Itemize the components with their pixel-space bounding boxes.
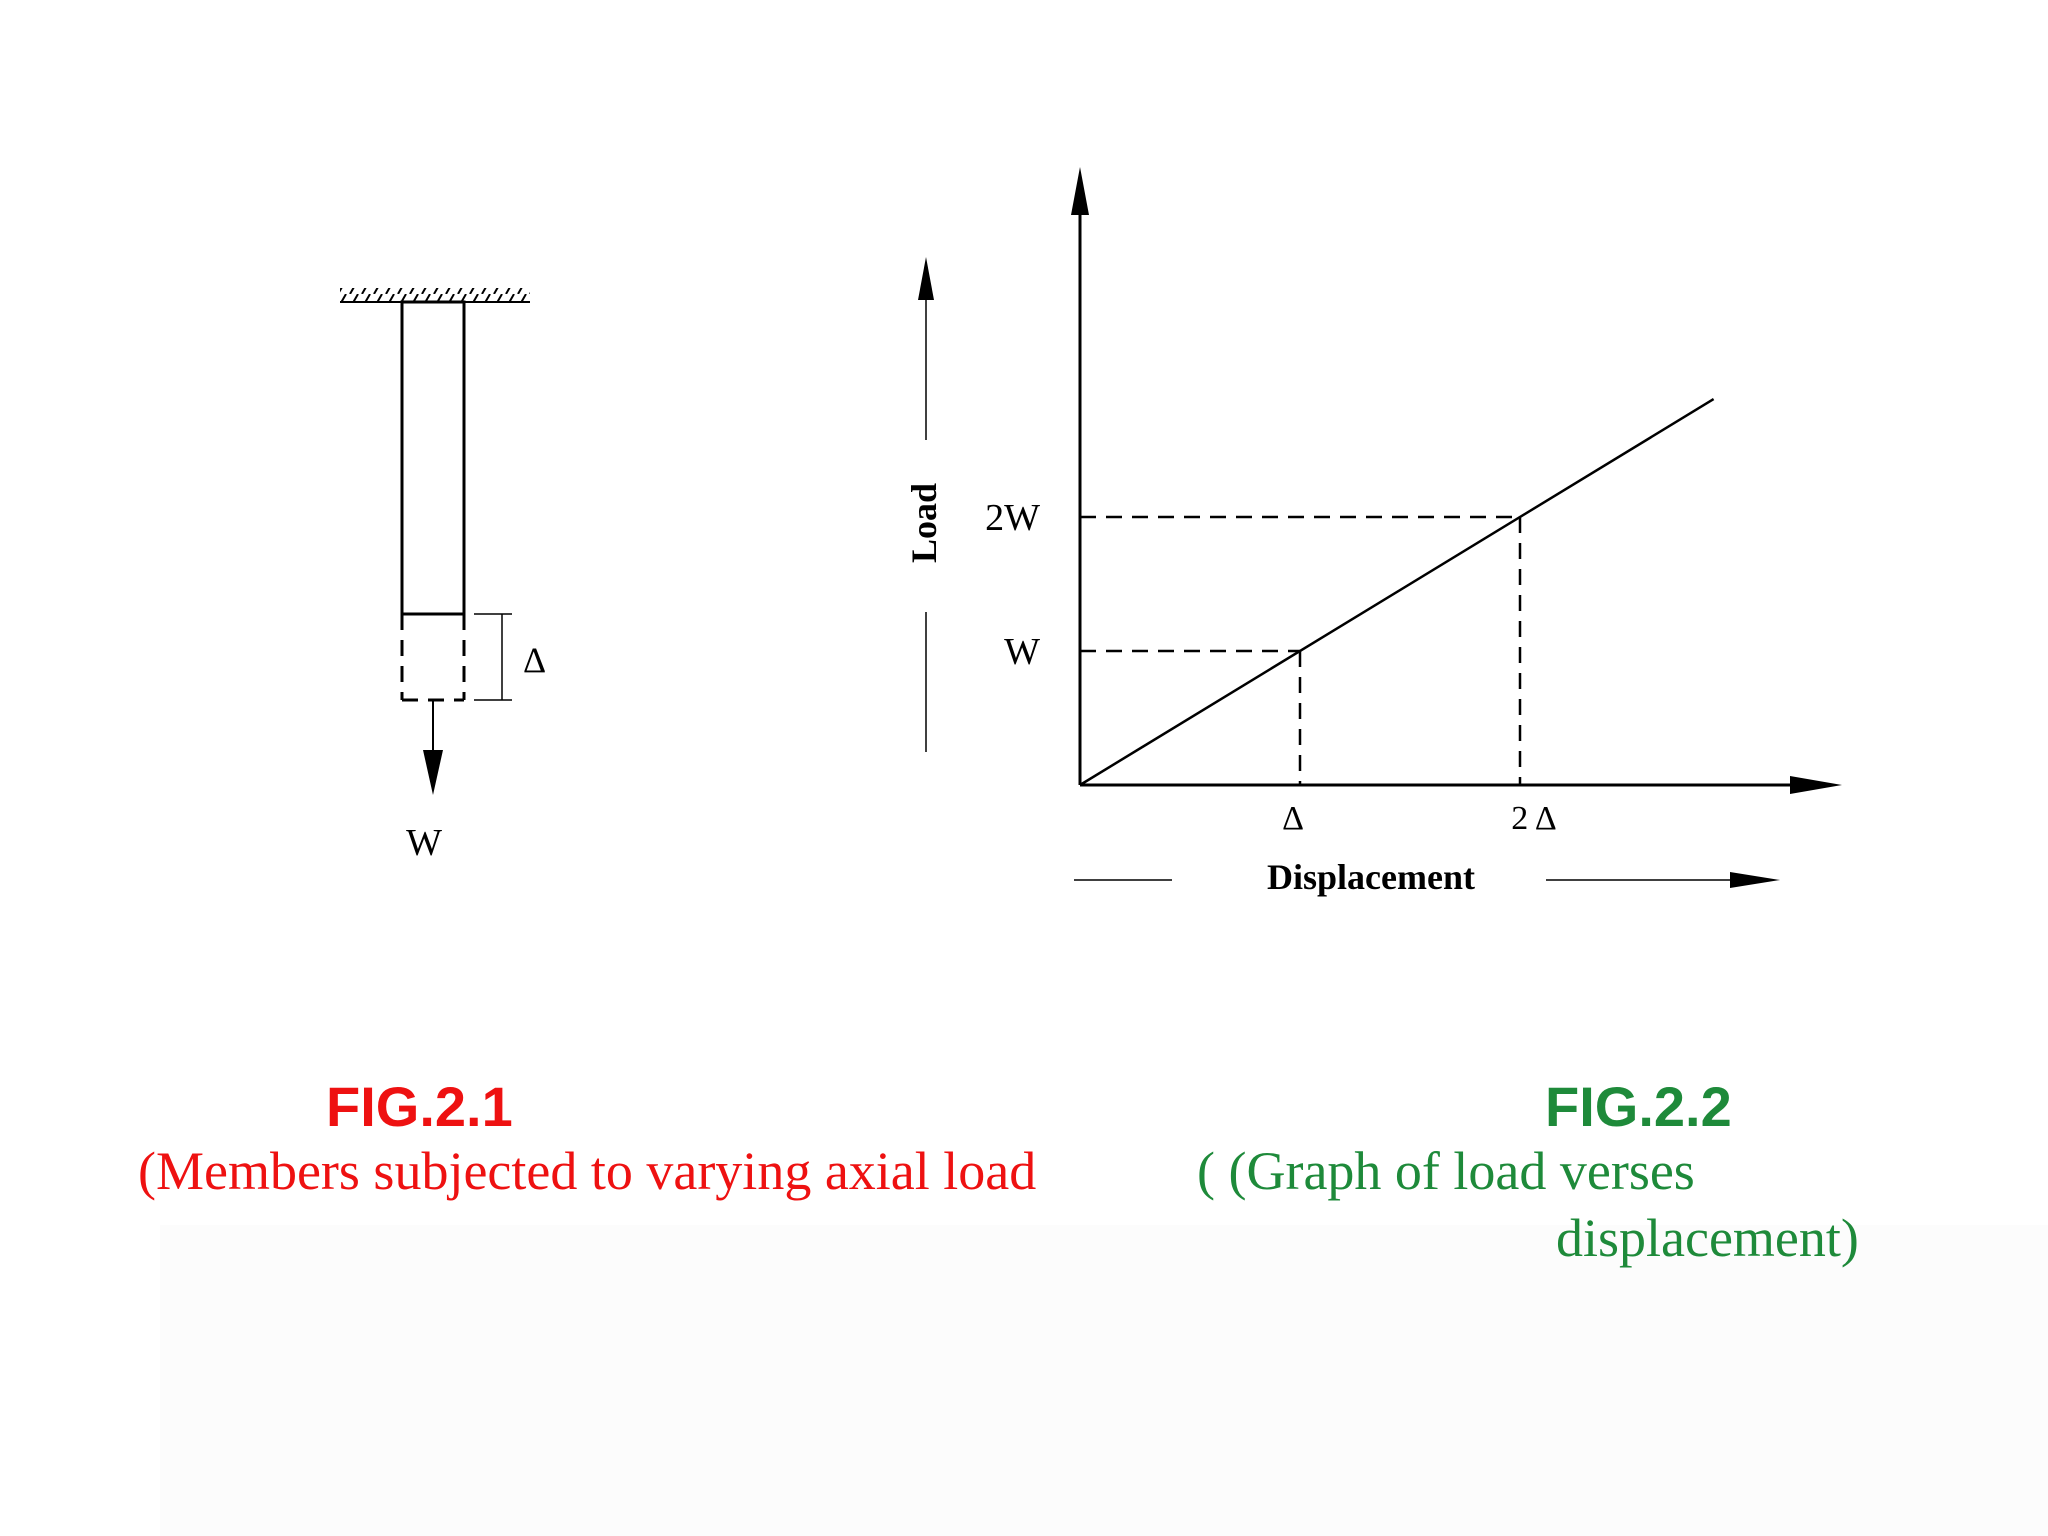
fig-2-1-caption: (Members subjected to varying axial load — [138, 1141, 1037, 1201]
load-axis-arrowhead — [918, 257, 934, 300]
fixed-support-hatching — [340, 288, 530, 302]
load-displacement-line — [1079, 398, 1715, 787]
load-arrow-head — [423, 750, 443, 795]
y-axis-label: Load — [904, 483, 944, 563]
fig-2-1-title: FIG.2.1 — [326, 1075, 513, 1138]
elongated-portion-dashed — [400, 614, 466, 702]
y-tick-label-0: W — [1004, 631, 1040, 673]
applied-load-label: W — [406, 822, 442, 864]
fig-2-2-caption-line-1: ( (Graph of load verses — [1197, 1141, 1695, 1201]
x-tick-label-0: Δ — [1282, 800, 1304, 837]
member-bar — [400, 300, 466, 616]
y-tick-label-1: 2W — [985, 497, 1040, 539]
fig-2-2-load-displacement-graph: Load Displacement W 2W Δ 2 Δ — [904, 167, 1842, 897]
elongation-dimension — [474, 613, 512, 701]
fig-2-2-caption-line-2: displacement) — [1556, 1208, 1859, 1268]
x-tick-label-1: 2 Δ — [1511, 800, 1557, 837]
elongation-delta-label: Δ — [523, 640, 546, 680]
chart-marks: W 2W Δ 2 Δ — [985, 398, 1715, 837]
background-panel — [160, 1225, 2048, 1536]
displacement-axis-arrowhead — [1730, 872, 1780, 888]
fig-2-2-title: FIG.2.2 — [1545, 1075, 1732, 1138]
x-axis-label: Displacement — [1267, 857, 1475, 897]
x-axis-arrowhead — [1790, 776, 1842, 794]
fig-2-1-member-diagram: Δ W — [340, 288, 546, 864]
y-axis-arrowhead — [1071, 167, 1089, 215]
